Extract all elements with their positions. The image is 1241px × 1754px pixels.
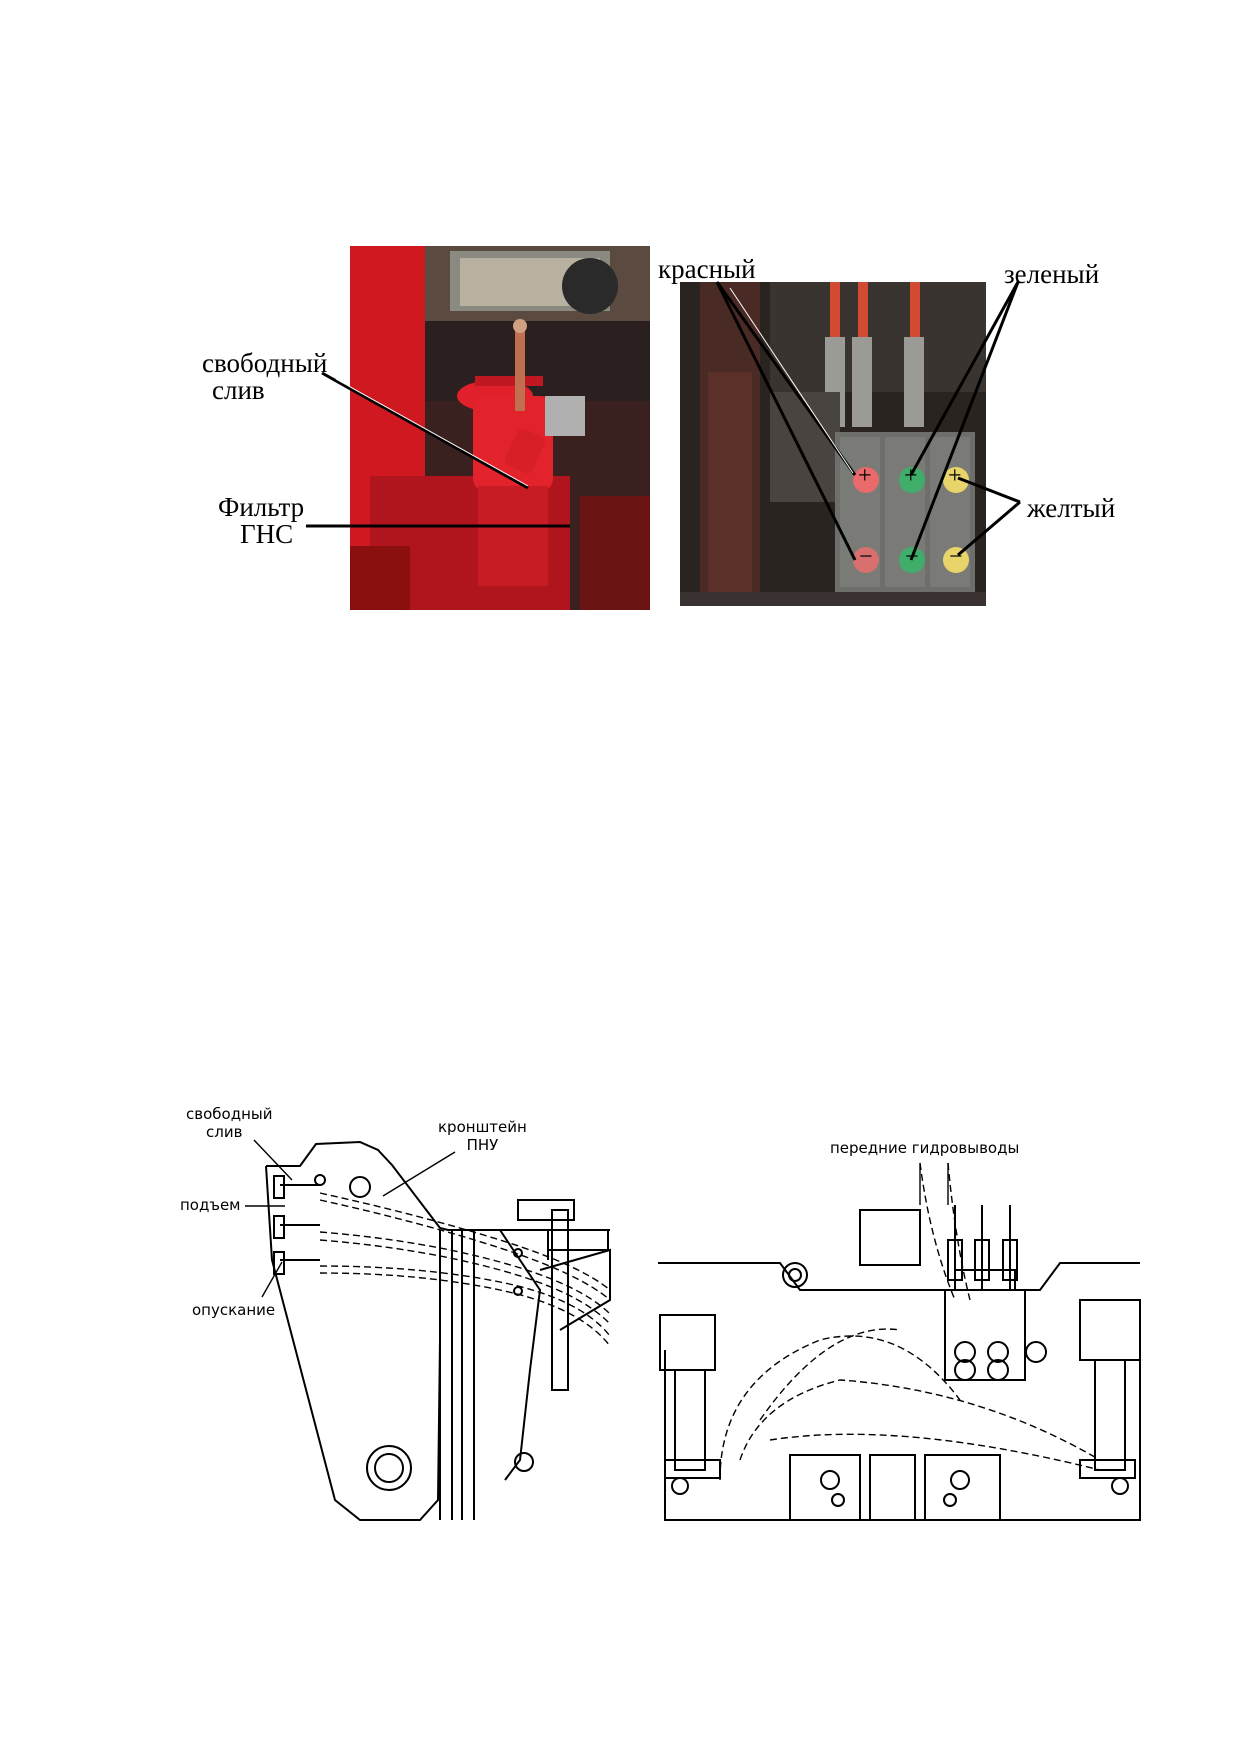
label-svobodny-line2: слив [212, 375, 265, 405]
label-zeleny: зеленый [1004, 259, 1100, 289]
label-zheltiy: желтый [1027, 493, 1116, 523]
photo-couplers [680, 282, 986, 606]
drawing-svobodny-line1: свободный [186, 1105, 273, 1123]
drawing-label-perednie: передние гидровыводы [830, 1139, 1020, 1157]
photo-filter [350, 246, 650, 610]
photo-couplers-art [680, 282, 986, 606]
label-filter-line1: Фильтр [218, 492, 305, 522]
label-filter-line2: ГНС [240, 519, 294, 549]
label-svobodny-sliv: свободный слив [202, 350, 327, 404]
drawing-kronshtein-line2: ПНУ [466, 1136, 499, 1154]
green-plus-symbol: + [904, 463, 918, 489]
drawing-svobodny-line2: слив [206, 1123, 243, 1141]
red-minus-symbol: − [859, 544, 873, 570]
drawing-label-svobodny-sliv: свободный слив [186, 1107, 272, 1140]
drawing-kronshtein-line1: кронштейн [438, 1118, 527, 1136]
drawing-label-kronshtein: кронштейн ПНУ [438, 1120, 527, 1153]
yellow-minus-symbol: − [949, 544, 963, 570]
label-filter-gns: Фильтр ГНС [218, 494, 304, 548]
label-krasny: красный [658, 254, 756, 284]
red-minus-port [853, 547, 879, 573]
red-plus-symbol: + [858, 463, 872, 489]
photo-filter-art [350, 246, 650, 610]
drawing-label-podem: подъем [180, 1196, 241, 1214]
red-plus-port [853, 467, 879, 493]
green-minus-symbol: − [905, 544, 919, 570]
yellow-plus-symbol: + [948, 463, 962, 489]
label-svobodny-line1: свободный [202, 348, 328, 378]
drawing-label-opuskanie: опускание [192, 1301, 276, 1319]
